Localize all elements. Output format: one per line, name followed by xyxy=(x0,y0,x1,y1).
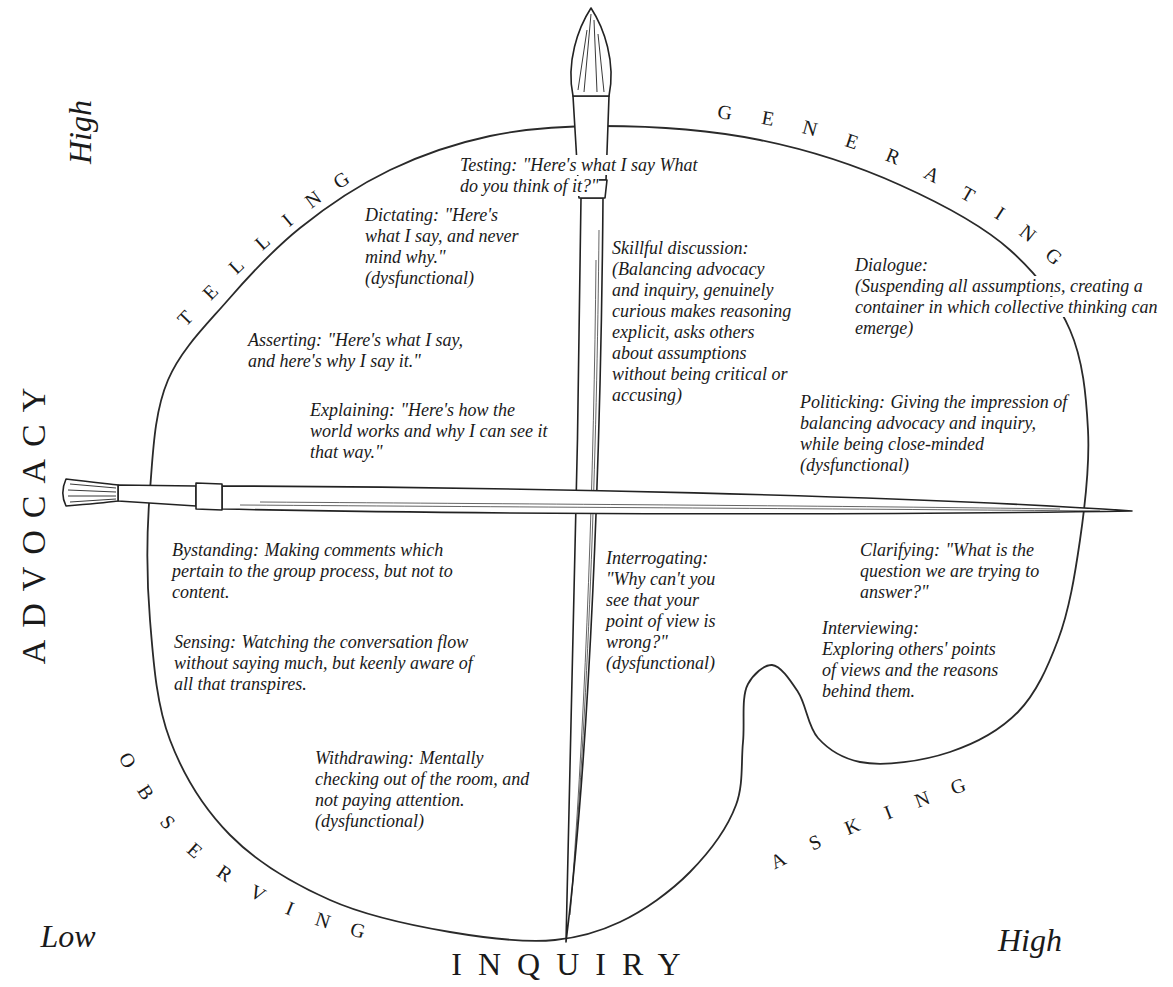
mode-text: Exploring others' points of views and th… xyxy=(822,639,998,701)
arc-letter: S xyxy=(802,829,829,856)
arc-letter: B xyxy=(132,778,160,806)
arc-letter: G xyxy=(1040,242,1068,270)
mode-description: Bystanding:Making comments which pertain… xyxy=(172,540,482,603)
quadrant-label: GENERATING xyxy=(715,102,915,122)
arc-letter: N xyxy=(798,116,823,141)
mode-description: Skillful discussion:(Balancing advocacy … xyxy=(612,238,792,406)
arc-letter: E xyxy=(756,106,779,129)
mode-description: Explaining:"Here's how the world works a… xyxy=(310,400,550,463)
mode-description: Testing:"Here's what I say What do you t… xyxy=(460,155,700,197)
arc-letter: R xyxy=(211,859,239,887)
brush-ferrule xyxy=(573,96,609,180)
arc-letter: I xyxy=(986,199,1014,227)
mode-name: Interviewing: xyxy=(822,618,919,639)
brush-bristles xyxy=(63,479,118,506)
arc-letter: N xyxy=(909,786,935,812)
arc-letter: V xyxy=(244,879,271,906)
brush-ring xyxy=(577,180,607,198)
mode-description: Dialogue:(Suspending all assumptions, cr… xyxy=(855,255,1160,339)
mode-description: Interviewing:Exploring others' points of… xyxy=(822,618,1012,702)
mode-name: Skillful discussion: xyxy=(612,238,749,259)
arc-letter: E xyxy=(196,278,224,306)
quadrant-label: ASKING xyxy=(768,850,888,870)
handle-shading xyxy=(570,230,599,915)
quadrant-label: OBSERVING xyxy=(118,750,298,770)
arc-letter: G xyxy=(346,918,371,943)
mode-name: Interrogating: xyxy=(606,548,708,569)
vertical-brush xyxy=(566,8,611,942)
mode-name: Dictating: xyxy=(365,205,439,225)
arc-letter: G xyxy=(714,101,737,124)
mode-name: Explaining: xyxy=(310,400,395,420)
mode-text: "Why can't you see that your point of vi… xyxy=(606,569,716,673)
arc-letter: G xyxy=(327,166,355,194)
mode-name: Bystanding: xyxy=(172,540,259,560)
arc-letter: O xyxy=(114,746,141,773)
arc-letter: S xyxy=(154,808,182,836)
mode-text: (Suspending all assumptions, creating a … xyxy=(855,276,1157,338)
arc-letter: E xyxy=(181,836,209,864)
mode-name: Dialogue: xyxy=(855,255,928,276)
quadrant-label: TELLING xyxy=(175,308,315,328)
arc-letter: N xyxy=(1014,219,1042,247)
bristle-strokes xyxy=(68,484,116,502)
mode-name: Testing: xyxy=(460,155,517,175)
mode-description: Dictating:"Here's what I say, and never … xyxy=(365,205,520,289)
arc-letter: A xyxy=(765,847,792,874)
arc-letter: L xyxy=(222,252,250,280)
axis-title: INQUIRY xyxy=(451,948,696,980)
mode-name: Asserting: xyxy=(248,330,322,350)
arc-letter: R xyxy=(880,143,906,169)
arc-letter: N xyxy=(310,907,335,932)
arc-letter: I xyxy=(875,799,901,825)
mode-description: Sensing:Watching the conversation flow w… xyxy=(174,632,484,695)
brush-bristles xyxy=(571,8,611,96)
arc-letter: A xyxy=(919,161,946,188)
axis-end-label: High xyxy=(998,924,1062,956)
palette-edge xyxy=(147,126,1088,941)
brush-ferrule xyxy=(118,485,196,506)
arc-letter: T xyxy=(954,180,981,207)
brush-handle xyxy=(222,486,1132,514)
mode-name: Withdrawing: xyxy=(315,748,414,768)
arc-letter: N xyxy=(299,185,327,213)
mode-name: Sensing: xyxy=(174,632,236,652)
mode-description: Politicking:Giving the impression of bal… xyxy=(800,392,1070,476)
axis-end-label: Low xyxy=(40,920,95,952)
mode-name: Politicking: xyxy=(800,392,885,412)
axis-title: ADVOCACY xyxy=(17,376,51,665)
horizontal-brush xyxy=(63,479,1132,514)
brush-handle xyxy=(566,198,603,942)
axis-end-label: High xyxy=(64,100,96,164)
mode-description: Asserting:"Here's what I say, and here's… xyxy=(248,330,483,372)
mode-description: Clarifying:"What is the question we are … xyxy=(860,540,1050,603)
bristle-strokes xyxy=(578,14,604,92)
arc-letter: K xyxy=(839,813,865,839)
arc-letter: T xyxy=(171,304,199,332)
mode-name: Clarifying: xyxy=(860,540,940,560)
arc-letter: G xyxy=(945,773,971,799)
mode-text: (Balancing advocacy and inquiry, genuine… xyxy=(612,259,791,405)
mode-description: Withdrawing:Mentally checking out of the… xyxy=(315,748,550,832)
arc-letter: E xyxy=(839,128,864,153)
arc-letter: I xyxy=(277,895,303,921)
mode-description: Interrogating:"Why can't you see that yo… xyxy=(606,548,736,674)
brush-ring xyxy=(196,483,222,510)
handle-shading xyxy=(240,502,1100,511)
